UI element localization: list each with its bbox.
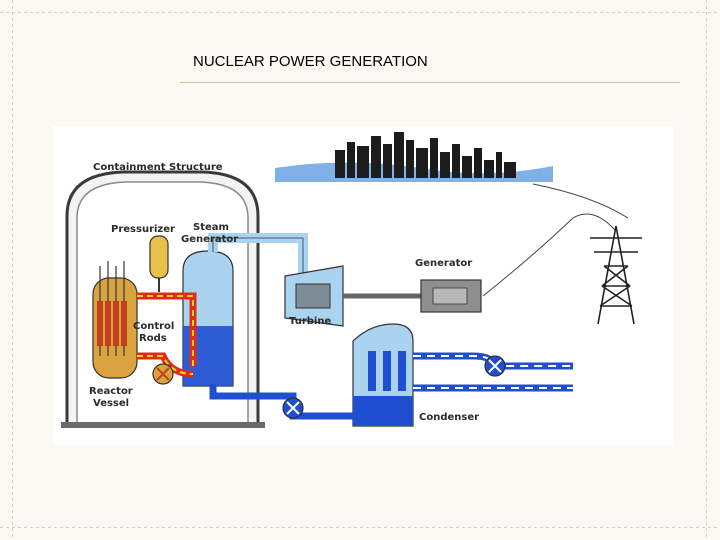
feedwater-line	[209, 384, 353, 420]
label-containment: Containment Structure	[93, 162, 223, 173]
label-condenser: Condenser	[419, 412, 479, 423]
label-reactor-vessel-line2: Vessel	[93, 398, 129, 409]
frame-line-top	[0, 12, 720, 13]
pressurizer	[149, 235, 169, 279]
label-reactor-vessel-line1: Reactor	[89, 386, 133, 397]
city-skyline	[335, 132, 516, 178]
frame-line-left	[12, 0, 13, 540]
label-control-rods-line1: Control	[133, 321, 174, 332]
nuclear-plant-diagram: Containment Structure Pressurizer Steam …	[53, 126, 673, 445]
label-generator: Generator	[415, 258, 472, 269]
slide-title: NUCLEAR POWER GENERATION	[193, 53, 428, 70]
label-steam-generator-line1: Steam	[193, 222, 229, 233]
diagram-svg: Containment Structure Pressurizer Steam …	[61, 132, 642, 428]
transmission-tower	[590, 225, 642, 325]
frame-line-bottom	[0, 527, 720, 528]
label-turbine: Turbine	[289, 316, 331, 327]
power-line	[482, 213, 616, 297]
frame-line-right	[706, 0, 707, 540]
label-pressurizer: Pressurizer	[111, 224, 175, 235]
label-steam-generator-line2: Generator	[181, 234, 238, 245]
title-underline	[180, 82, 680, 83]
label-control-rods-line2: Rods	[139, 333, 167, 344]
